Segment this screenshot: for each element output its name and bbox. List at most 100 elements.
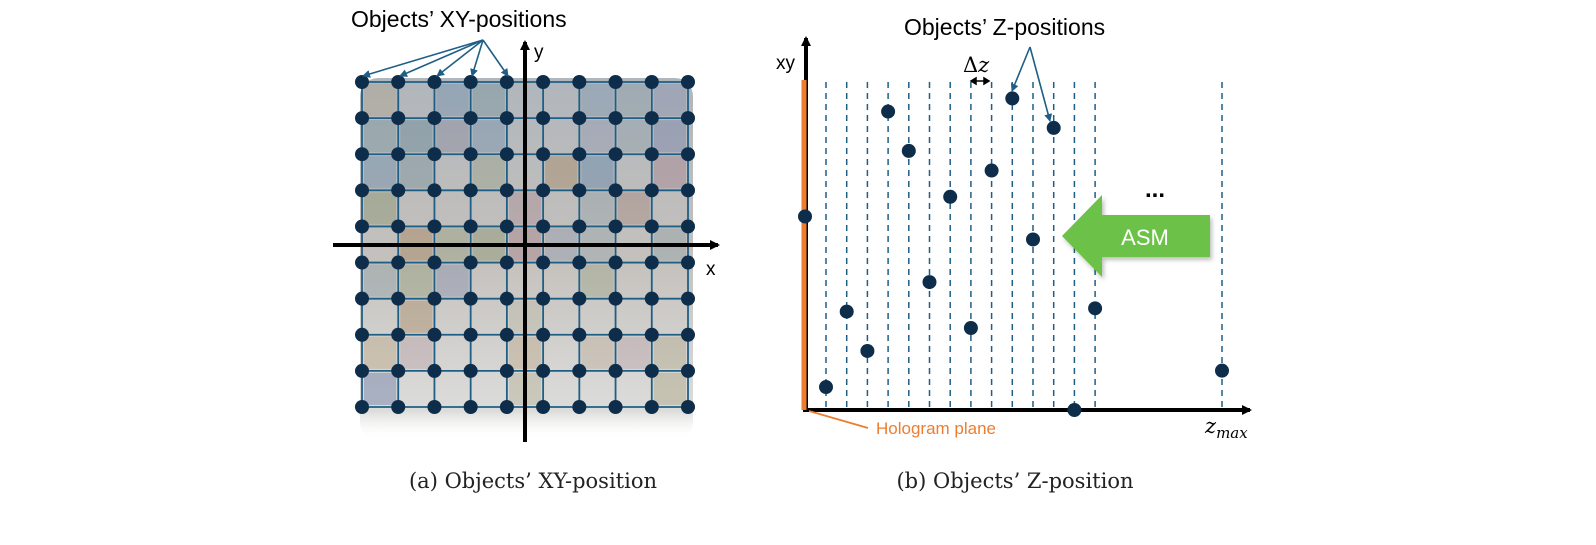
collage-patch bbox=[617, 120, 650, 153]
object-dot bbox=[355, 363, 369, 378]
object-dot bbox=[572, 147, 587, 162]
object-dot bbox=[355, 291, 369, 306]
object-dot bbox=[798, 209, 812, 224]
collage-patch bbox=[364, 84, 397, 117]
object-dot bbox=[572, 111, 587, 126]
object-dot bbox=[427, 183, 442, 198]
collage-patch bbox=[617, 192, 650, 225]
panel-b-z-positions: Hologram plane Objects’ Z-positions Δz x… bbox=[776, 14, 1252, 493]
object-dot bbox=[499, 183, 514, 198]
object-dot bbox=[644, 400, 659, 414]
collage-patch bbox=[472, 120, 505, 153]
object-dot bbox=[572, 183, 587, 198]
object-dot bbox=[463, 291, 478, 306]
object-dot bbox=[391, 363, 406, 378]
object-dot bbox=[355, 327, 369, 342]
object-dot bbox=[572, 363, 587, 378]
asm-arrow bbox=[1062, 195, 1210, 277]
object-dot bbox=[644, 183, 659, 198]
object-dot bbox=[901, 143, 916, 158]
object-dot bbox=[963, 321, 978, 335]
collage-patch bbox=[581, 156, 614, 189]
object-dot bbox=[608, 327, 623, 342]
object-dot bbox=[536, 400, 551, 414]
collage-patch bbox=[653, 336, 686, 369]
collage-patch bbox=[400, 300, 433, 333]
object-dot bbox=[463, 219, 478, 234]
object-dot bbox=[536, 183, 551, 198]
object-dot bbox=[355, 75, 369, 89]
object-dot bbox=[427, 75, 442, 89]
asm-label: ASM bbox=[1121, 225, 1169, 250]
object-dot bbox=[608, 291, 623, 306]
object-dot bbox=[355, 183, 369, 198]
object-dot bbox=[608, 219, 623, 234]
object-dot bbox=[644, 255, 659, 270]
collage-patch bbox=[436, 264, 469, 297]
z-object-dots bbox=[798, 91, 1229, 417]
object-dot bbox=[499, 75, 514, 89]
object-dot bbox=[536, 327, 551, 342]
object-dot bbox=[391, 219, 406, 234]
object-dot bbox=[681, 363, 695, 378]
object-dot bbox=[391, 147, 406, 162]
collage-patch bbox=[400, 156, 433, 189]
object-dot bbox=[681, 255, 695, 270]
object-dot bbox=[1005, 91, 1020, 106]
object-dot bbox=[391, 255, 406, 270]
object-dot bbox=[427, 219, 442, 234]
collage-patch bbox=[581, 192, 614, 225]
object-dot bbox=[608, 400, 623, 414]
object-dot bbox=[608, 75, 623, 89]
collage-patch bbox=[653, 84, 686, 117]
object-dot bbox=[681, 219, 695, 234]
object-dot bbox=[608, 111, 623, 126]
collage-patch bbox=[581, 84, 614, 117]
object-dot bbox=[499, 327, 514, 342]
panel-a-xy-positions: Objects’ XY-positions x y (a) Objects’ X… bbox=[333, 6, 720, 493]
object-dot bbox=[681, 400, 695, 414]
y-axis-label: y bbox=[534, 42, 544, 63]
object-dot bbox=[943, 189, 958, 204]
object-dot bbox=[536, 255, 551, 270]
collage-patch bbox=[617, 84, 650, 117]
object-dot bbox=[644, 219, 659, 234]
object-dot bbox=[463, 327, 478, 342]
object-dot bbox=[463, 400, 478, 414]
object-dot bbox=[681, 291, 695, 306]
collage-patch bbox=[364, 192, 397, 225]
object-dot bbox=[391, 291, 406, 306]
collage-patch bbox=[436, 120, 469, 153]
object-dot bbox=[644, 291, 659, 306]
object-dot bbox=[391, 111, 406, 126]
object-dot bbox=[644, 111, 659, 126]
ellipsis: ... bbox=[1145, 176, 1165, 203]
object-dot bbox=[681, 183, 695, 198]
object-dot bbox=[463, 147, 478, 162]
collage-patch bbox=[581, 336, 614, 369]
xy-title: Objects’ XY-positions bbox=[351, 6, 567, 32]
object-dot bbox=[881, 104, 896, 119]
collage-patch bbox=[436, 84, 469, 117]
collage-patch bbox=[364, 156, 397, 189]
object-dot bbox=[355, 400, 369, 414]
object-dot bbox=[572, 327, 587, 342]
object-dot bbox=[499, 400, 514, 414]
collage-patch bbox=[653, 372, 686, 405]
z-max-label: zmax bbox=[1204, 414, 1248, 442]
object-dot bbox=[608, 147, 623, 162]
object-dot bbox=[391, 400, 406, 414]
xy-object-dots bbox=[355, 75, 695, 414]
object-dot bbox=[839, 304, 854, 319]
object-dot bbox=[819, 380, 833, 395]
object-dot bbox=[391, 327, 406, 342]
object-dot bbox=[355, 111, 369, 126]
object-dot bbox=[536, 75, 551, 89]
object-dot bbox=[984, 163, 999, 178]
object-dot bbox=[499, 291, 514, 306]
object-dot bbox=[1067, 403, 1082, 417]
collage-patch bbox=[400, 120, 433, 153]
collage-patch bbox=[472, 156, 505, 189]
object-dot bbox=[922, 275, 937, 290]
